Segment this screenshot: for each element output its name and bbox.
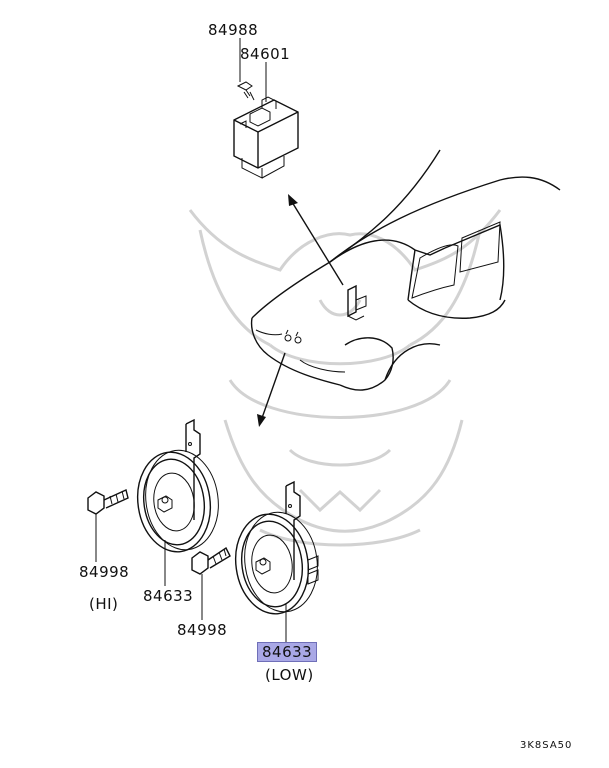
diagram-code: 3K8SA50 [520, 740, 573, 751]
arrow-to-horns [257, 352, 286, 427]
label-part-84633-low-highlighted[interactable]: 84633 [257, 642, 318, 662]
label-part-84601[interactable]: 84601 [240, 45, 291, 63]
relay-illustration [233, 96, 299, 179]
label-part-84988[interactable]: 84988 [208, 21, 259, 39]
arrow-to-relay [288, 194, 344, 286]
horn-hi-illustration [136, 418, 219, 553]
bolt-hi-illustration [87, 489, 129, 515]
label-part-84998-low[interactable]: 84998 [177, 621, 228, 639]
car-horns-illustration [284, 329, 302, 344]
label-part-84998-hi[interactable]: 84998 [79, 563, 130, 581]
clip-screw-illustration [236, 81, 255, 101]
watermark-emblem [188, 209, 502, 547]
label-part-84633-hi[interactable]: 84633 [143, 587, 194, 605]
horn-low-illustration [234, 480, 319, 615]
vehicle-illustration [250, 149, 561, 391]
label-caption-hi: (HI) [89, 595, 119, 613]
label-caption-low: (LOW) [265, 666, 314, 684]
bolt-low-illustration [191, 546, 231, 575]
car-bracket-illustration [347, 284, 367, 321]
